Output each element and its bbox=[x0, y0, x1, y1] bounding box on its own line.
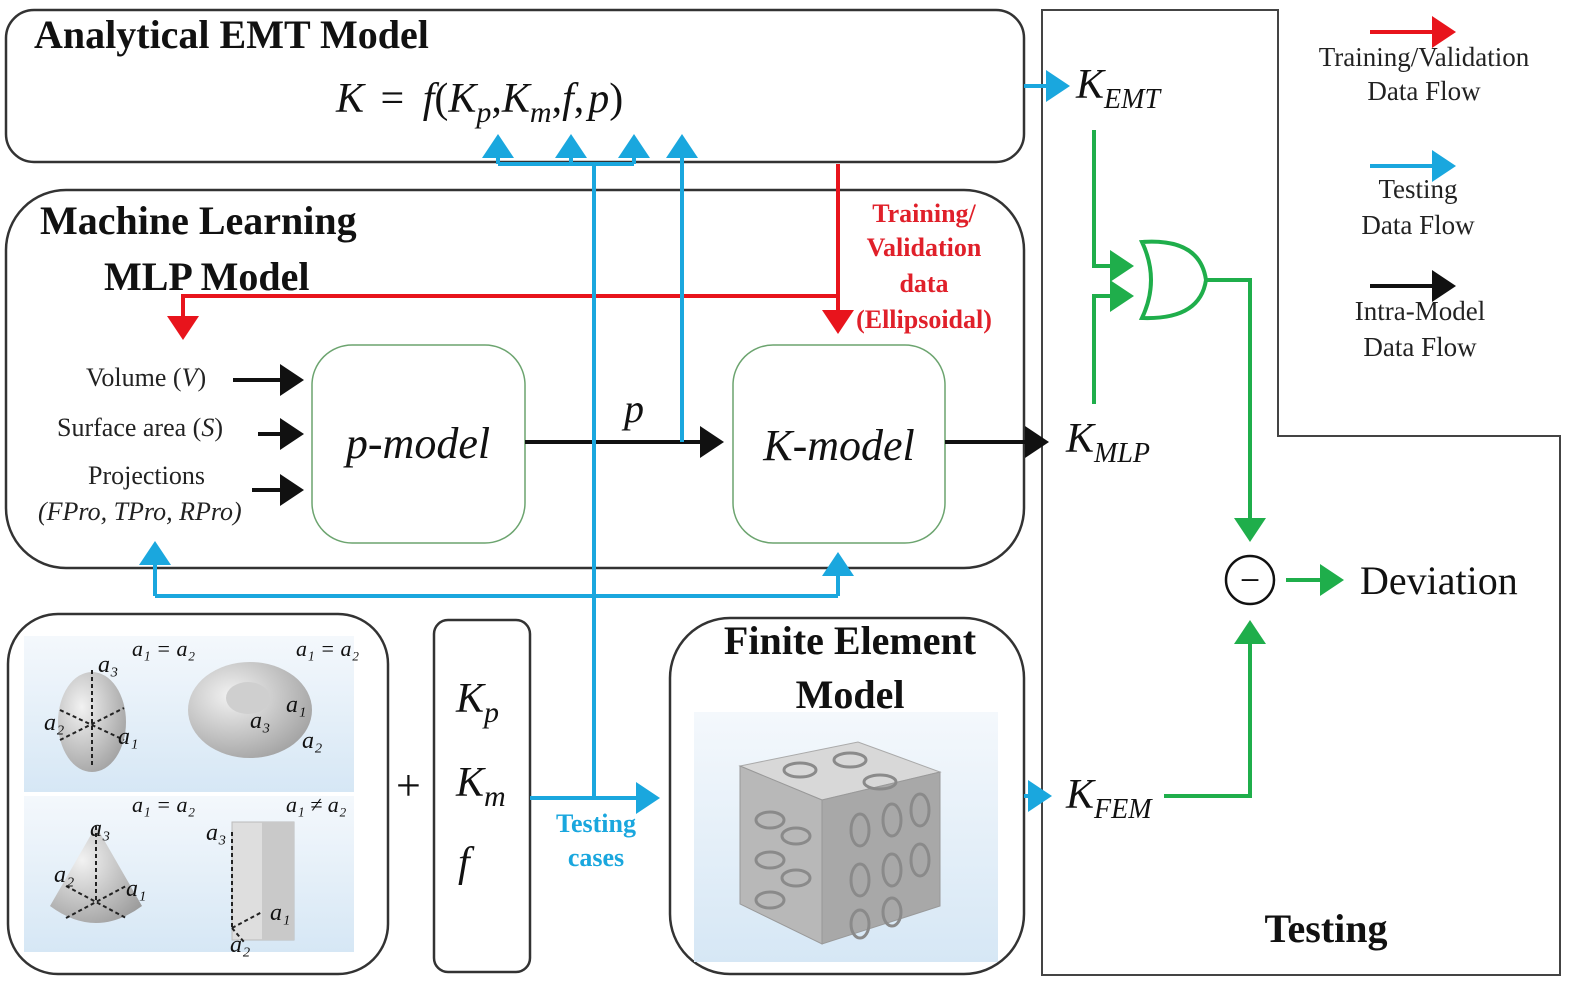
testing-cases-line1: Testing bbox=[556, 809, 636, 838]
ml-panel-title-line1: Machine Learning bbox=[40, 198, 357, 243]
param-f: f bbox=[458, 840, 475, 886]
fem-panel: Finite Element Model bbox=[668, 616, 1026, 976]
cone-shape bbox=[50, 826, 142, 923]
legend-testing-line1: Testing bbox=[1378, 174, 1457, 204]
gate-to-subtractor bbox=[1206, 278, 1266, 542]
torus-a1: a₁ bbox=[286, 692, 306, 718]
p-flow-label: p bbox=[621, 386, 644, 431]
testing-cases-line2: cases bbox=[568, 843, 624, 872]
training-annotation-line1: Training/ bbox=[872, 199, 976, 228]
training-annotation: Training/ Validation data (Ellipsoidal) bbox=[856, 199, 992, 334]
legend-testing-line2: Data Flow bbox=[1361, 210, 1475, 240]
ellipsoid-constraint: a₁ = a₂ bbox=[132, 636, 195, 661]
deviation-label: Deviation bbox=[1360, 558, 1518, 603]
torus-a3: a₃ bbox=[250, 708, 270, 734]
prism-a3: a₃ bbox=[206, 820, 226, 846]
training-annotation-line4: (Ellipsoidal) bbox=[856, 305, 992, 334]
comparison-logic: − Deviation bbox=[1092, 130, 1518, 798]
emt-panel: Analytical EMT Model K = f(Kp,Km,f,p) bbox=[4, 8, 1026, 164]
legend-training-line2: Data Flow bbox=[1367, 76, 1481, 106]
ellipsoid-a1: a₁ bbox=[118, 724, 138, 750]
ml-panel-border bbox=[4, 188, 1026, 570]
emt-panel-title: Analytical EMT Model bbox=[34, 12, 429, 57]
fem-panel-title-line1: Finite Element bbox=[724, 618, 977, 663]
legend: Training/Validation Data Flow Testing Da… bbox=[1319, 16, 1530, 362]
cone-a3: a₃ bbox=[90, 816, 110, 842]
params-panel: Kp Km f bbox=[432, 618, 532, 974]
k-emt-to-gate bbox=[1092, 130, 1134, 282]
ellipsoid-a2: a₂ bbox=[44, 710, 64, 736]
input-volume: Volume (V) bbox=[86, 363, 206, 392]
training-annotation-line2: Validation bbox=[867, 233, 982, 262]
input-surface-area: Surface area (S) bbox=[57, 413, 223, 442]
minus-symbol: − bbox=[1240, 560, 1260, 600]
torus-a2: a₂ bbox=[302, 728, 322, 754]
k-fem-label: KFEM bbox=[1065, 772, 1153, 825]
ml-panel: Machine Learning MLP Model Volume (V) Su… bbox=[4, 188, 1049, 570]
param-kp: Kp bbox=[455, 676, 499, 729]
shapes-panel: a₁ = a₂ a₃ a₂ a₁ a₁ = a₂ a₁ a₂ a₃ a₁ = a… bbox=[6, 612, 390, 976]
prism-a1: a₁ bbox=[270, 900, 290, 926]
k-fem-to-subtractor bbox=[1164, 620, 1266, 798]
prism-axes bbox=[231, 832, 263, 943]
k-mlp-label: KMLP bbox=[1065, 416, 1150, 469]
testing-region-label: Testing bbox=[1264, 906, 1387, 951]
torus-hole bbox=[226, 682, 270, 714]
prism-side bbox=[262, 822, 294, 940]
or-gate-icon bbox=[1138, 239, 1209, 321]
ellipsoid-a3: a₃ bbox=[98, 652, 118, 678]
k-emt-label: KEMT bbox=[1075, 62, 1162, 115]
fem-cube-image bbox=[738, 741, 942, 945]
fem-panel-title-line2: Model bbox=[796, 672, 905, 717]
legend-training-line1: Training/Validation bbox=[1319, 42, 1530, 72]
ml-panel-title-line2: MLP Model bbox=[104, 254, 310, 299]
training-flow-to-inputs bbox=[167, 294, 838, 340]
training-annotation-line3: data bbox=[899, 269, 948, 298]
plus-sign: + bbox=[396, 761, 421, 810]
cone-constraint: a₁ = a₂ bbox=[132, 792, 195, 817]
prism-constraint: a₁ ≠ a₂ bbox=[286, 792, 347, 817]
cone-a2: a₂ bbox=[54, 862, 74, 888]
ellipsoid-axes bbox=[59, 670, 125, 768]
k-mlp-to-gate bbox=[1092, 280, 1134, 404]
testing-region-outline bbox=[1041, 9, 1561, 976]
legend-intra-line1: Intra-Model bbox=[1355, 296, 1485, 326]
param-km: Km bbox=[455, 760, 506, 813]
torus-constraint: a₁ = a₂ bbox=[296, 636, 359, 661]
p-model-label: p-model bbox=[343, 419, 490, 468]
testing-flow-to-emt bbox=[482, 134, 698, 800]
input-projections-detail: (FPro, TPro, RPro) bbox=[38, 497, 242, 526]
legend-intra-line2: Data Flow bbox=[1363, 332, 1477, 362]
input-projections: Projections bbox=[88, 461, 205, 490]
k-model-label: K-model bbox=[762, 421, 915, 470]
cone-axes bbox=[65, 826, 127, 919]
prism-a2: a₂ bbox=[230, 932, 250, 958]
emt-equation: K = f(Kp,Km,f,p) bbox=[335, 76, 623, 129]
shapes-panel-border bbox=[6, 612, 390, 976]
subtract-circle-icon bbox=[1224, 554, 1276, 606]
cone-a1: a₁ bbox=[126, 876, 146, 902]
